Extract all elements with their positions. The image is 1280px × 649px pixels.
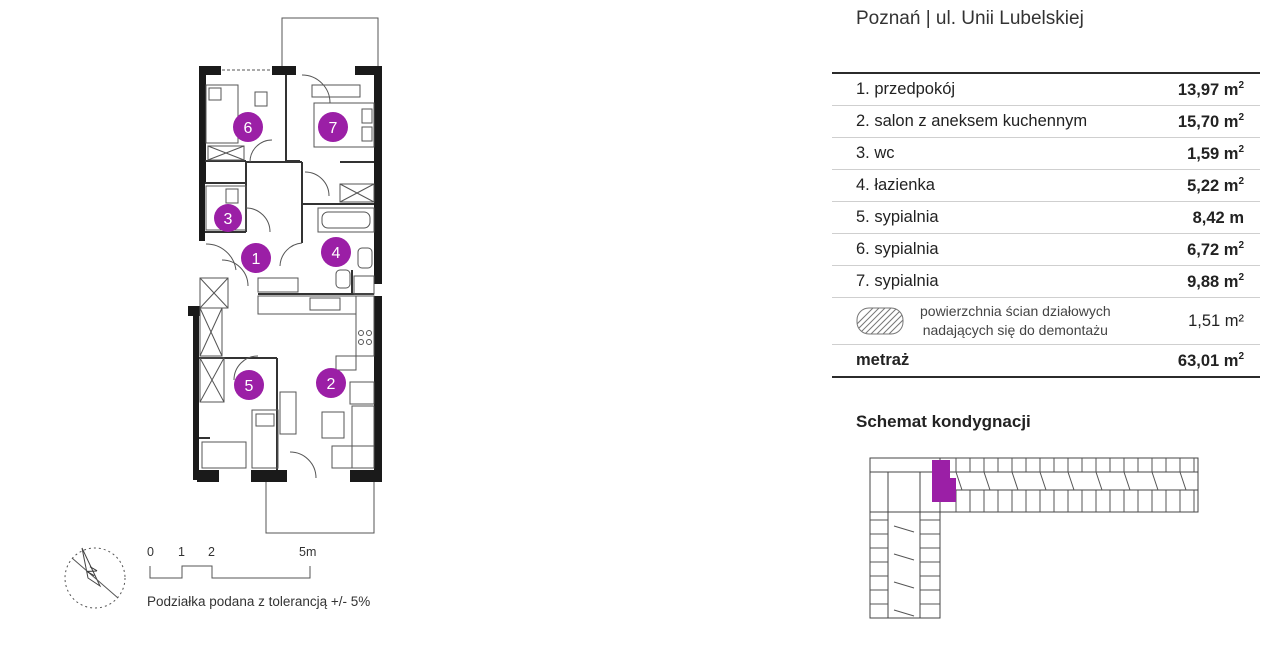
page-title: Poznań | ul. Unii Lubelskiej — [856, 8, 1084, 29]
room-area: 6,72 m2 — [1187, 239, 1244, 259]
scale-note: Podziałka podana z tolerancją +/- 5% — [147, 594, 371, 609]
table-row: 6. sypialnia 6,72 m2 — [832, 234, 1260, 266]
room-marker-4-label: 4 — [332, 245, 341, 262]
room-marker-3 — [214, 204, 242, 232]
room-area: 1,59 m2 — [1187, 143, 1244, 163]
walls-row: powierzchnia ścian działowych nadających… — [832, 298, 1260, 345]
room-name: 1. przedpokój — [856, 80, 956, 98]
compass-icon: N — [64, 547, 126, 609]
room-marker-5-label: 5 — [245, 378, 254, 395]
balcony-top — [281, 17, 379, 72]
room-name: 4. łazienka — [856, 176, 935, 194]
fixtures — [199, 69, 375, 479]
room-name: 3. wc — [856, 144, 895, 162]
table-row: 3. wc 1,59 m2 — [832, 138, 1260, 170]
room-name: 5. sypialnia — [856, 208, 939, 226]
floor-plan: 6 7 3 1 4 5 2 N 0 1 2 5m — [64, 17, 382, 609]
room-area: 5,22 m2 — [1187, 175, 1244, 195]
scale-bar — [149, 565, 311, 579]
hatch-pattern-icon — [856, 307, 904, 335]
compass-north-label: N — [84, 564, 100, 579]
table-row: 7. sypialnia 9,88 m2 — [832, 266, 1260, 298]
room-name: 6. sypialnia — [856, 240, 939, 258]
room-area: 13,97 m2 — [1177, 79, 1244, 99]
room-marker-6 — [233, 112, 263, 142]
room-marker-2-label: 2 — [327, 376, 336, 393]
room-area: 9,88 m2 — [1187, 271, 1244, 291]
room-marker-4 — [321, 237, 351, 267]
room-name: 2. salon z aneksem kuchennym — [856, 112, 1088, 130]
total-row: metraż 63,01 m2 — [832, 345, 1260, 377]
table-row: 1. przedpokój 13,97 m2 — [832, 73, 1260, 106]
room-marker-1-label: 1 — [252, 251, 261, 268]
outer-walls — [188, 66, 382, 482]
room-name: 7. sypialnia — [856, 272, 939, 290]
total-label: metraż — [856, 351, 910, 369]
scale-label-0: 0 — [147, 545, 154, 559]
section-title: Schemat kondygnacji — [856, 412, 1031, 431]
room-marker-1 — [241, 243, 271, 273]
room-marker-3-label: 3 — [224, 211, 233, 228]
room-area: 8,42 m — [1192, 208, 1244, 227]
schematic-units — [870, 458, 1195, 617]
walls-area: 1,51 m² — [1188, 311, 1244, 330]
scale-label-5m: 5m — [299, 545, 316, 559]
room-marker-5 — [234, 370, 264, 400]
room-marker-6-label: 6 — [244, 120, 253, 137]
balcony-bottom — [265, 482, 375, 534]
walls-description: powierzchnia ścian działowych nadających… — [920, 303, 1111, 338]
schematic-highlight — [940, 478, 956, 502]
interior-walls — [199, 75, 374, 470]
table-row: 4. łazienka 5,22 m2 — [832, 170, 1260, 202]
room-marker-7 — [318, 112, 348, 142]
total-area: 63,01 m2 — [1177, 350, 1244, 370]
table-row: 5. sypialnia 8,42 m — [832, 202, 1260, 234]
table-row: 2. salon z aneksem kuchennym 15,70 m2 — [832, 106, 1260, 138]
rooms-table: 1. przedpokój 13,97 m2 2. salon z anekse… — [832, 72, 1260, 378]
scale-label-1: 1 — [178, 545, 185, 559]
floor-schematic — [869, 457, 1199, 619]
room-area: 15,70 m2 — [1177, 111, 1244, 131]
scale-label-2: 2 — [208, 545, 215, 559]
room-markers: 6 7 3 1 4 5 2 — [214, 112, 351, 400]
room-marker-7-label: 7 — [329, 120, 338, 137]
room-marker-2 — [316, 368, 346, 398]
